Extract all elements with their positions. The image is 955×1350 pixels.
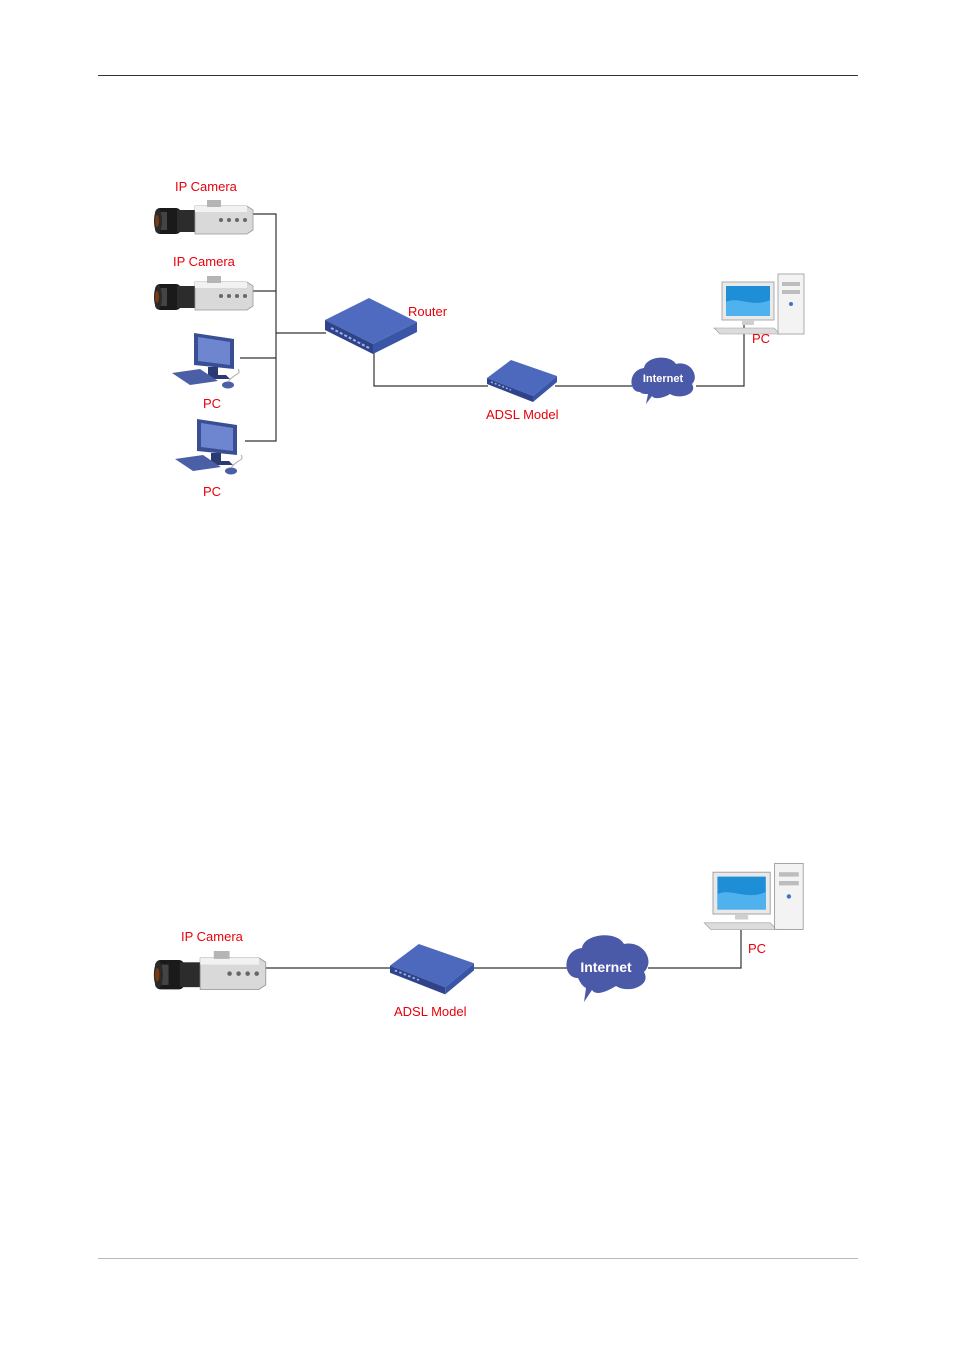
- adsl-modem-1-label: ADSL Model: [486, 407, 559, 422]
- adsl-modem-1-icon: [487, 360, 557, 402]
- ip-camera-3-label: IP Camera: [181, 929, 244, 944]
- pc-1-label: PC: [203, 396, 221, 411]
- internet-cloud-1-label: Internet: [643, 373, 684, 385]
- pc-1-icon: [172, 333, 239, 389]
- adsl-modem-2-icon: [390, 944, 474, 994]
- diagram-1: IP Camera IP Camera PC PC Router ADSL Mo…: [154, 179, 804, 499]
- pc-2-label: PC: [203, 484, 221, 499]
- remote-pc-2-label: PC: [748, 941, 766, 956]
- ip-camera-1-icon: [154, 200, 253, 234]
- ip-camera-1-label: IP Camera: [175, 179, 238, 194]
- pc-2-icon: [175, 419, 242, 475]
- diagram-2: IP Camera ADSL Model Internet PC: [154, 863, 803, 1019]
- internet-cloud-1-icon: Internet: [631, 358, 694, 404]
- remote-pc-1-icon: [714, 274, 804, 334]
- adsl-modem-2-label: ADSL Model: [394, 1004, 467, 1019]
- internet-cloud-2-icon: Internet: [566, 935, 648, 1002]
- router-modem-wire: [374, 352, 488, 386]
- remote-pc-1-label: PC: [752, 331, 770, 346]
- lan-bus-wire: [245, 214, 276, 441]
- ip-camera-3-icon: [154, 951, 266, 989]
- router-icon: [325, 298, 417, 354]
- remote-pc-2-icon: [704, 863, 803, 929]
- router-label: Router: [408, 304, 448, 319]
- ip-camera-2-icon: [154, 276, 253, 310]
- ip-camera-2-label: IP Camera: [173, 254, 236, 269]
- internet-pc-wire-2: [648, 930, 741, 968]
- internet-cloud-2-label: Internet: [580, 959, 632, 975]
